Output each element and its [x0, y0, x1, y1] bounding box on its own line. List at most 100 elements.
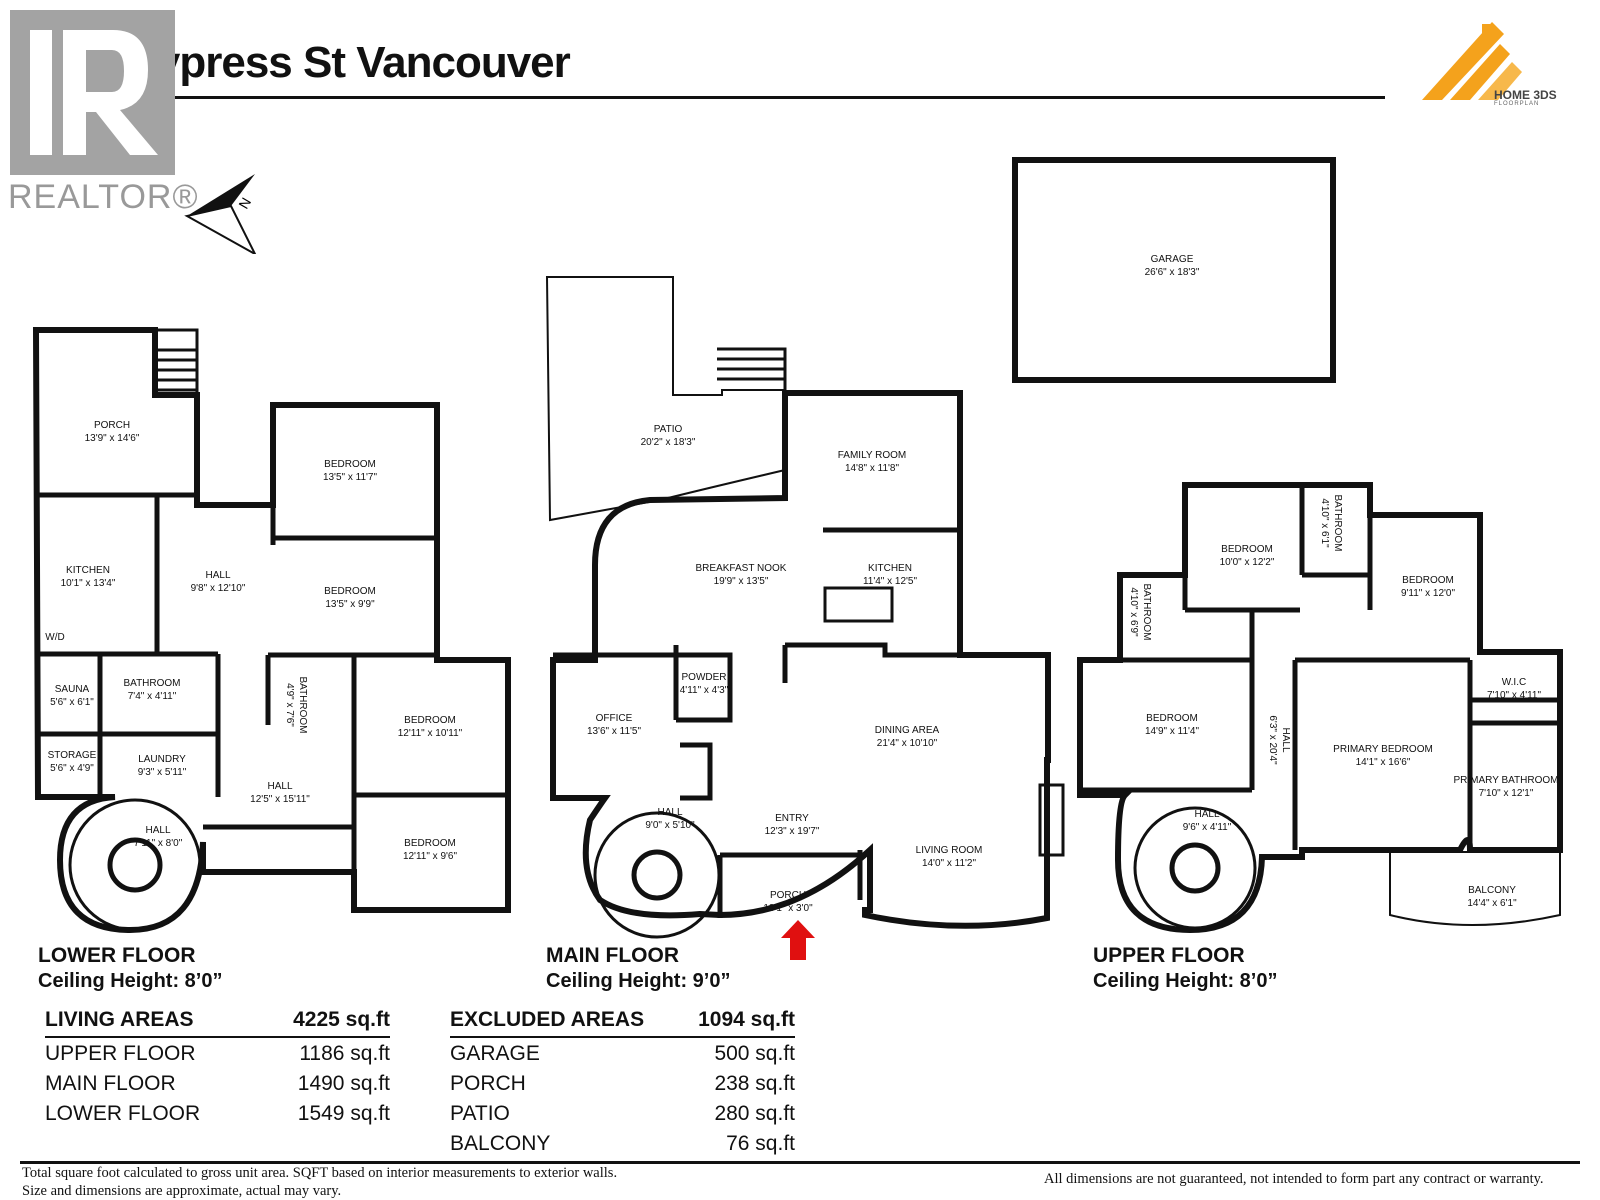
room-name: BATHROOM: [297, 676, 308, 733]
footer-divider: [20, 1161, 1580, 1164]
room-name: FAMILY ROOM: [838, 450, 907, 461]
upper-room-label: BATHROOM4'10" x 6'1": [1319, 494, 1343, 551]
main-floor-ceiling: Ceiling Height: 9’0”: [546, 970, 731, 992]
excluded-areas-header-row: EXCLUDED AREAS 1094 sq.ft: [450, 1008, 795, 1032]
room-name: OFFICE: [596, 713, 633, 724]
balcony: [1389, 851, 1561, 926]
row-value: 1186 sq.ft: [299, 1042, 390, 1065]
upper-floor-ceiling: Ceiling Height: 8’0”: [1093, 970, 1278, 992]
room-name: PRIMARY BATHROOM: [1453, 775, 1558, 786]
main-room-label: POWDER 4'11" x 4'3": [680, 672, 729, 696]
living-areas-header: LIVING AREAS: [45, 1008, 194, 1031]
room-name: SAUNA: [55, 684, 90, 695]
row-value: 280 sq.ft: [714, 1102, 795, 1125]
upper-room-label: PRIMARY BEDROOM 14'1" x 16'6": [1333, 744, 1433, 768]
room-name: HALL: [1280, 727, 1291, 752]
room-dimensions: 4'9" x 7'6": [284, 683, 295, 727]
room-name: HALL: [1194, 809, 1219, 820]
room-name: BEDROOM: [404, 715, 456, 726]
living-areas-total: 4225 sq.ft: [293, 1008, 390, 1031]
room-name: BEDROOM: [324, 586, 376, 597]
lower-room-label: W/D: [45, 632, 64, 643]
room-dimensions: 12'5" x 15'11": [250, 794, 310, 805]
excluded-areas-total: 1094 sq.ft: [698, 1008, 795, 1031]
row-value: 238 sq.ft: [714, 1072, 795, 1095]
upper-room-label: BEDROOM 9'11" x 12'0": [1401, 575, 1456, 599]
table-row: UPPER FLOOR 1186 sq.ft: [45, 1042, 390, 1072]
living-areas-rule: [45, 1036, 390, 1038]
upper-floor-outline: [1077, 482, 1563, 934]
room-dimensions: 26'6" x 18'3": [1145, 267, 1200, 278]
room-dimensions: 4'11" x 4'3": [680, 685, 729, 696]
table-row: MAIN FLOOR 1490 sq.ft: [45, 1072, 390, 1102]
room-dimensions: 9'6" x 4'11": [1183, 822, 1232, 833]
room-name: BEDROOM: [404, 838, 456, 849]
room-name: DINING AREA: [875, 725, 940, 736]
room-dimensions: 10'0" x 12'2": [1220, 557, 1275, 568]
entry-arrow-icon: [781, 920, 815, 960]
room-name: PRIMARY BEDROOM: [1333, 744, 1433, 755]
footer-note-2: Size and dimensions are approximate, act…: [22, 1183, 342, 1199]
upper-walls: [1080, 482, 1560, 850]
row-label: LOWER FLOOR: [45, 1102, 201, 1125]
room-name: BEDROOM: [1402, 575, 1454, 586]
upper-room-label: BATHROOM4'10" x 6'9": [1128, 583, 1152, 640]
room-name: BATHROOM: [1332, 494, 1343, 551]
lower-stairs: [155, 328, 199, 395]
kitchen-island: [823, 586, 894, 623]
row-value: 76 sq.ft: [726, 1132, 795, 1155]
room-name: W.I.C: [1502, 677, 1526, 688]
room-dimensions: 9'11" x 12'0": [1401, 588, 1456, 599]
excluded-areas-header: EXCLUDED AREAS: [450, 1008, 645, 1031]
room-dimensions: 14'1" x 16'6": [1356, 757, 1411, 768]
room-name: LAUNDRY: [138, 754, 186, 765]
excluded-areas-table: EXCLUDED AREAS 1094 sq.ft GARAGE 500 sq.…: [450, 1008, 795, 1162]
main-room-label: FAMILY ROOM 14'8" x 11'8": [838, 450, 907, 474]
brand-name: HOME 3DS: [1494, 88, 1557, 102]
room-name: BEDROOM: [1146, 713, 1198, 724]
upper-room-label: HALL 9'6" x 4'11": [1183, 809, 1232, 833]
room-dimensions: 9'8" x 12'10": [191, 583, 246, 594]
upper-room-label: HALL6'3" x 20'4": [1267, 715, 1291, 765]
table-row: PATIO 280 sq.ft: [450, 1102, 795, 1132]
room-dimensions: 14'8" x 11'8": [845, 463, 900, 474]
room-dimensions: 21'4" x 10'10": [877, 738, 938, 749]
row-value: 1549 sq.ft: [297, 1102, 390, 1125]
room-name: BEDROOM: [324, 459, 376, 470]
room-name: POWDER: [682, 672, 727, 683]
room-dimensions: 7'10" x 12'1": [1479, 788, 1534, 799]
room-dimensions: 5'6" x 4'9": [50, 763, 94, 774]
fireplace: [1038, 783, 1065, 857]
room-dimensions: 13'1" x 3'0": [763, 903, 813, 914]
room-dimensions: 7'11" x 8'0": [134, 838, 183, 849]
room-name: ENTRY: [775, 813, 809, 824]
room-dimensions: 4'10" x 6'9": [1128, 587, 1139, 637]
lower-floor-title: LOWER FLOOR: [38, 944, 196, 967]
footer-note-1: Total square foot calculated to gross un…: [22, 1165, 618, 1181]
living-areas-table: LIVING AREAS 4225 sq.ft UPPER FLOOR 1186…: [45, 1008, 390, 1132]
room-dimensions: 13'9" x 14'6": [85, 433, 140, 444]
table-row: PORCH 238 sq.ft: [450, 1072, 795, 1102]
brand-subtitle: FLOORPLAN: [1494, 101, 1540, 107]
room-name: BALCONY: [1468, 885, 1516, 896]
room-dimensions: 13'5" x 11'7": [323, 472, 378, 483]
excluded-areas-rule: [450, 1036, 795, 1038]
row-label: MAIN FLOOR: [45, 1072, 176, 1095]
table-row: GARAGE 500 sq.ft: [450, 1042, 795, 1072]
room-name: BATHROOM: [123, 678, 180, 689]
lower-walls: [36, 405, 508, 910]
